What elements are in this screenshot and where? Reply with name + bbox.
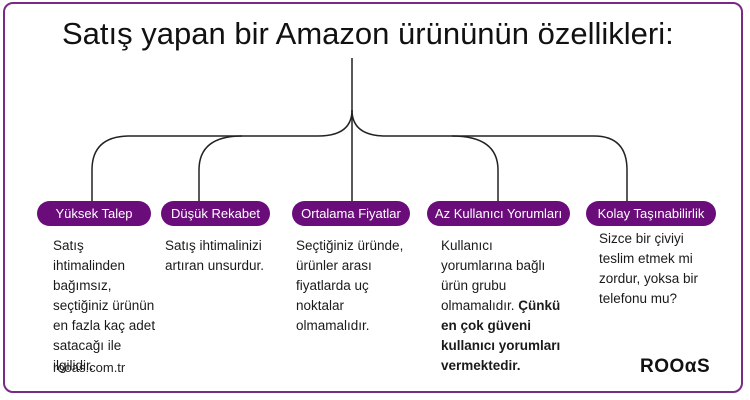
description-kolay-tasinabilirlik: Sizce bir çiviyi teslim etmek mi zordur,… bbox=[599, 231, 699, 306]
card-frame bbox=[3, 2, 743, 393]
pill-yuksek-talep: Yüksek Talep bbox=[37, 201, 151, 226]
pill-az-kullanici-yorumlari: Az Kullanıcı Yorumları bbox=[427, 201, 570, 226]
pill-dusuk-rekabet: Düşük Rekabet bbox=[161, 201, 270, 226]
connector-item-4 bbox=[451, 135, 499, 203]
page-title: Satış yapan bir Amazon ürününün özellikl… bbox=[62, 16, 674, 51]
connector-right-arc bbox=[351, 109, 628, 203]
pill-kolay-tasinabilirlik: Kolay Taşınabilirlik bbox=[586, 201, 716, 226]
description-ortalama-fiyatlar: Seçtiğiniz üründe, ürünler arası fiyatla… bbox=[296, 238, 404, 333]
description-dusuk-rekabet: Satış ihtimalinizi artıran unsurdur. bbox=[165, 238, 265, 273]
description-bold-text: Çünkü en çok güveni kullanıcı yorumları … bbox=[441, 298, 561, 373]
connector-left-arc bbox=[91, 109, 353, 203]
description-yuksek-talep: Satış ihtimalinden bağımsız, seçtiğiniz … bbox=[53, 238, 156, 373]
connector-item-2 bbox=[198, 135, 243, 203]
pill-ortalama-fiyatlar: Ortalama Fiyatlar bbox=[292, 201, 410, 226]
rooas-logo: ROOαS bbox=[640, 356, 711, 377]
description-az-kullanici-yorumlari: Kullanıcı yorumlarına bağlı ürün grubu o… bbox=[441, 236, 561, 376]
footer-url: rooas.com.tr bbox=[53, 360, 126, 375]
description-text: Kullanıcı yorumlarına bağlı ürün grubu o… bbox=[441, 238, 546, 313]
